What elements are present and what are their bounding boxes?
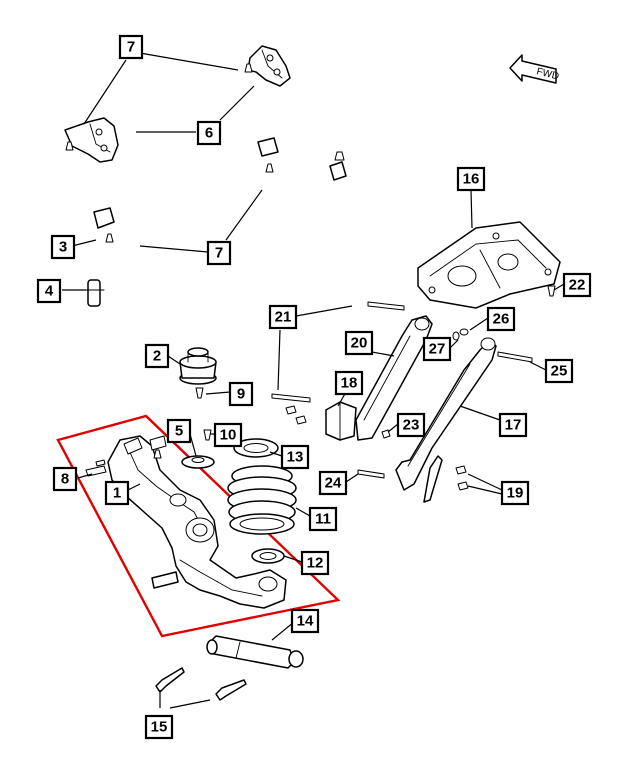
callout-26-label: 26: [493, 311, 510, 328]
callout-19-label: 19: [507, 485, 524, 502]
callout-1: 1: [104, 480, 130, 506]
callout-14-label: 14: [297, 613, 314, 630]
leader-lines: [62, 51, 565, 709]
callout-23-label: 23: [403, 417, 420, 434]
callout-6: 6: [196, 120, 222, 146]
callout-14: 14: [290, 608, 320, 634]
callout-15-label: 15: [151, 719, 168, 736]
callout-1-label: 1: [113, 485, 121, 502]
callout-5: 5: [166, 418, 192, 444]
callout-7-bottom: 7: [206, 240, 232, 266]
callout-13: 13: [280, 444, 310, 470]
callout-22-label: 22: [569, 277, 586, 294]
callout-18: 18: [334, 370, 364, 396]
callout-20: 20: [344, 330, 374, 356]
callout-9-label: 9: [237, 386, 245, 403]
bolt-25: [497, 351, 533, 363]
spring-isolator-lower: [251, 548, 285, 564]
stabilizer-bracket-lower: [64, 117, 119, 163]
callout-5-label: 5: [175, 423, 183, 440]
callout-9: 9: [228, 381, 254, 407]
callout-18-label: 18: [341, 375, 358, 392]
callout-2: 2: [144, 343, 170, 369]
callout-12: 12: [300, 550, 330, 576]
callout-7-bottom-label: 7: [215, 245, 223, 262]
callout-24-label: 24: [325, 475, 342, 492]
coil-spring: [227, 465, 297, 535]
bushing-26: [459, 328, 469, 336]
callout-17: 17: [498, 412, 528, 438]
callout-4: 4: [36, 278, 62, 304]
callout-8-label: 8: [61, 471, 69, 488]
callout-10-label: 10: [220, 427, 237, 444]
callout-20-label: 20: [351, 335, 368, 352]
callout-10: 10: [213, 422, 243, 448]
shock-absorber: [206, 635, 304, 669]
bolt-24: [357, 469, 385, 479]
callout-8: 8: [52, 466, 78, 492]
spring-seat-upper: [181, 455, 215, 469]
jounce-bumper: [179, 347, 217, 385]
callout-25: 25: [544, 358, 574, 384]
washer-27: [452, 331, 460, 341]
callout-11: 11: [308, 506, 338, 532]
callout-13-label: 13: [287, 449, 304, 466]
lateral-link: [395, 337, 497, 503]
highlight-outline: [56, 414, 341, 638]
callout-4-label: 4: [45, 283, 54, 300]
callout-19: 19: [500, 480, 530, 506]
stabilizer-bracket-upper: [244, 45, 291, 87]
callout-27-label: 27: [429, 341, 446, 358]
callout-16-label: 16: [463, 171, 480, 188]
bolt-9: [195, 387, 204, 399]
upper-control-arm: [355, 301, 433, 441]
bolts-21-group: [271, 393, 311, 425]
callout-3-label: 3: [59, 239, 67, 256]
callout-21: 21: [268, 304, 298, 330]
callout-24: 24: [318, 470, 348, 496]
bolt-10: [203, 429, 212, 441]
callout-12-label: 12: [307, 555, 324, 572]
callout-15: 15: [144, 714, 174, 740]
stabilizer-bar: [88, 137, 347, 308]
callout-11-label: 11: [315, 511, 331, 528]
bolt-8: [85, 465, 107, 477]
bolts-19: [455, 465, 469, 491]
callout-6-label: 6: [205, 125, 213, 142]
callout-27: 27: [422, 336, 452, 362]
callout-23: 23: [396, 412, 426, 438]
crossmember-bracket: [417, 221, 561, 309]
fwd-arrow-label: FWD: [535, 66, 560, 82]
bolts-15: [155, 667, 247, 701]
callout-22: 22: [562, 272, 592, 298]
rear-crossmember: [95, 435, 287, 609]
callout-7-top: 7: [118, 34, 144, 60]
callout-3: 3: [50, 234, 76, 260]
callout-17-label: 17: [505, 417, 522, 434]
fwd-direction-arrow: FWD: [509, 54, 560, 84]
callout-2-label: 2: [153, 348, 161, 365]
callout-25-label: 25: [551, 363, 568, 380]
stabilizer-link: [83, 279, 105, 307]
spring-isolator-upper: [233, 438, 279, 458]
callout-26: 26: [486, 306, 516, 332]
callout-16: 16: [456, 166, 486, 192]
callout-21-label: 21: [275, 309, 292, 326]
bushing-bracket: [325, 401, 357, 441]
callout-7-top-label: 7: [127, 39, 135, 56]
